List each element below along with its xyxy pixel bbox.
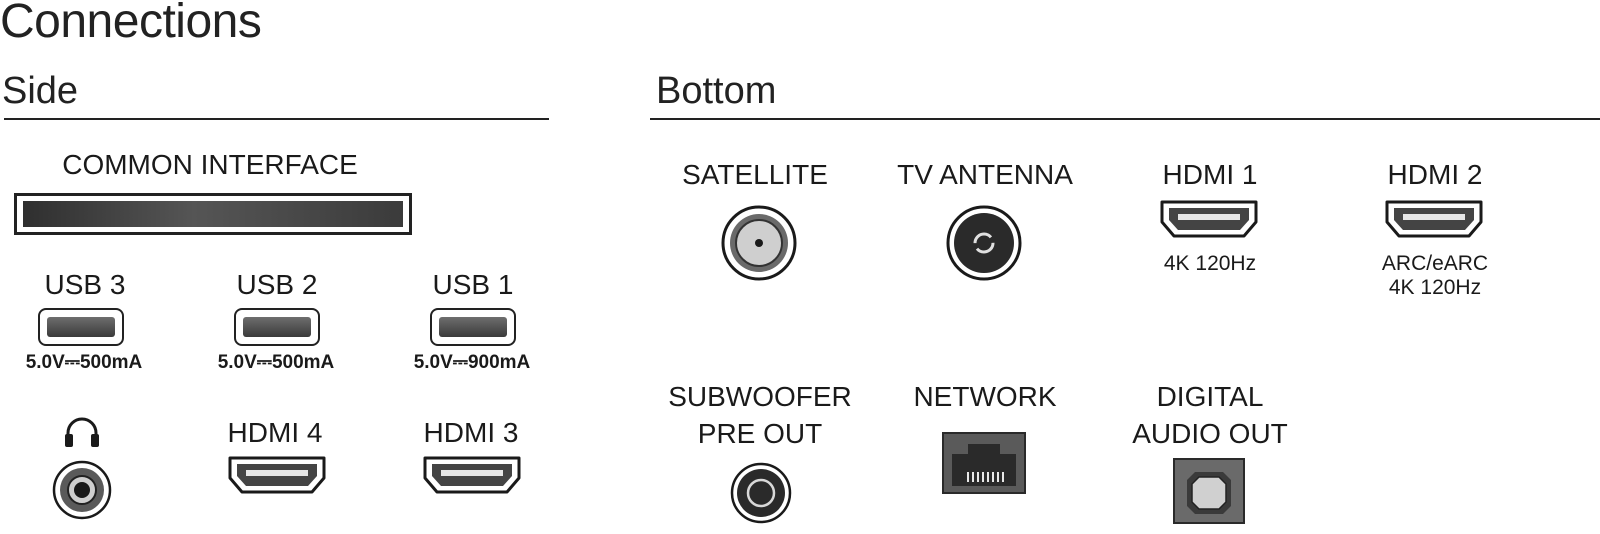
bottom-divider bbox=[650, 118, 1600, 120]
hdmi2-port bbox=[1383, 198, 1485, 240]
headphones-icon bbox=[62, 413, 102, 449]
hdmi1-spec: 4K 120Hz bbox=[1163, 252, 1257, 275]
usb1-label: USB 1 bbox=[432, 269, 514, 300]
hdmi1-port bbox=[1158, 198, 1260, 240]
usb2-spec: 5.0V⎓500mA bbox=[217, 352, 335, 373]
usb3-port bbox=[38, 308, 124, 346]
hdmi4-port bbox=[226, 454, 328, 496]
hdmi4-label: HDMI 4 bbox=[227, 417, 323, 448]
side-divider bbox=[4, 118, 549, 120]
hdmi2-spec-arc: ARC/eARC bbox=[1381, 252, 1489, 275]
usb3-spec: 5.0V⎓500mA bbox=[25, 352, 143, 373]
common-interface-label: COMMON INTERFACE bbox=[62, 149, 358, 180]
tv-antenna-port bbox=[945, 204, 1023, 282]
usb1-spec: 5.0V⎓900mA bbox=[413, 352, 531, 373]
satellite-label: SATELLITE bbox=[682, 159, 828, 190]
hdmi3-label: HDMI 3 bbox=[423, 417, 519, 448]
side-heading: Side bbox=[2, 70, 79, 112]
digital-audio-label-line2: AUDIO OUT bbox=[1132, 418, 1288, 449]
usb3-label: USB 3 bbox=[44, 269, 126, 300]
network-label: NETWORK bbox=[913, 381, 1057, 412]
hdmi2-spec-4k: 4K 120Hz bbox=[1388, 276, 1482, 299]
usb2-label: USB 2 bbox=[236, 269, 318, 300]
bottom-heading: Bottom bbox=[656, 70, 777, 112]
usb2-port bbox=[234, 308, 320, 346]
usb1-port bbox=[430, 308, 516, 346]
digital-audio-port bbox=[1173, 458, 1245, 524]
subwoofer-jack bbox=[730, 462, 792, 524]
page-title: Connections bbox=[0, 0, 262, 48]
satellite-port bbox=[720, 204, 798, 282]
subwoofer-label-line2: PRE OUT bbox=[697, 418, 823, 449]
headphone-jack bbox=[52, 460, 112, 520]
digital-audio-label-line1: DIGITAL bbox=[1156, 381, 1264, 412]
subwoofer-label-line1: SUBWOOFER bbox=[668, 381, 852, 412]
hdmi2-label: HDMI 2 bbox=[1387, 159, 1483, 190]
common-interface-slot bbox=[14, 193, 412, 235]
network-port bbox=[942, 432, 1026, 494]
tv-antenna-label: TV ANTENNA bbox=[897, 159, 1073, 190]
hdmi3-port bbox=[421, 454, 523, 496]
hdmi1-label: HDMI 1 bbox=[1162, 159, 1258, 190]
